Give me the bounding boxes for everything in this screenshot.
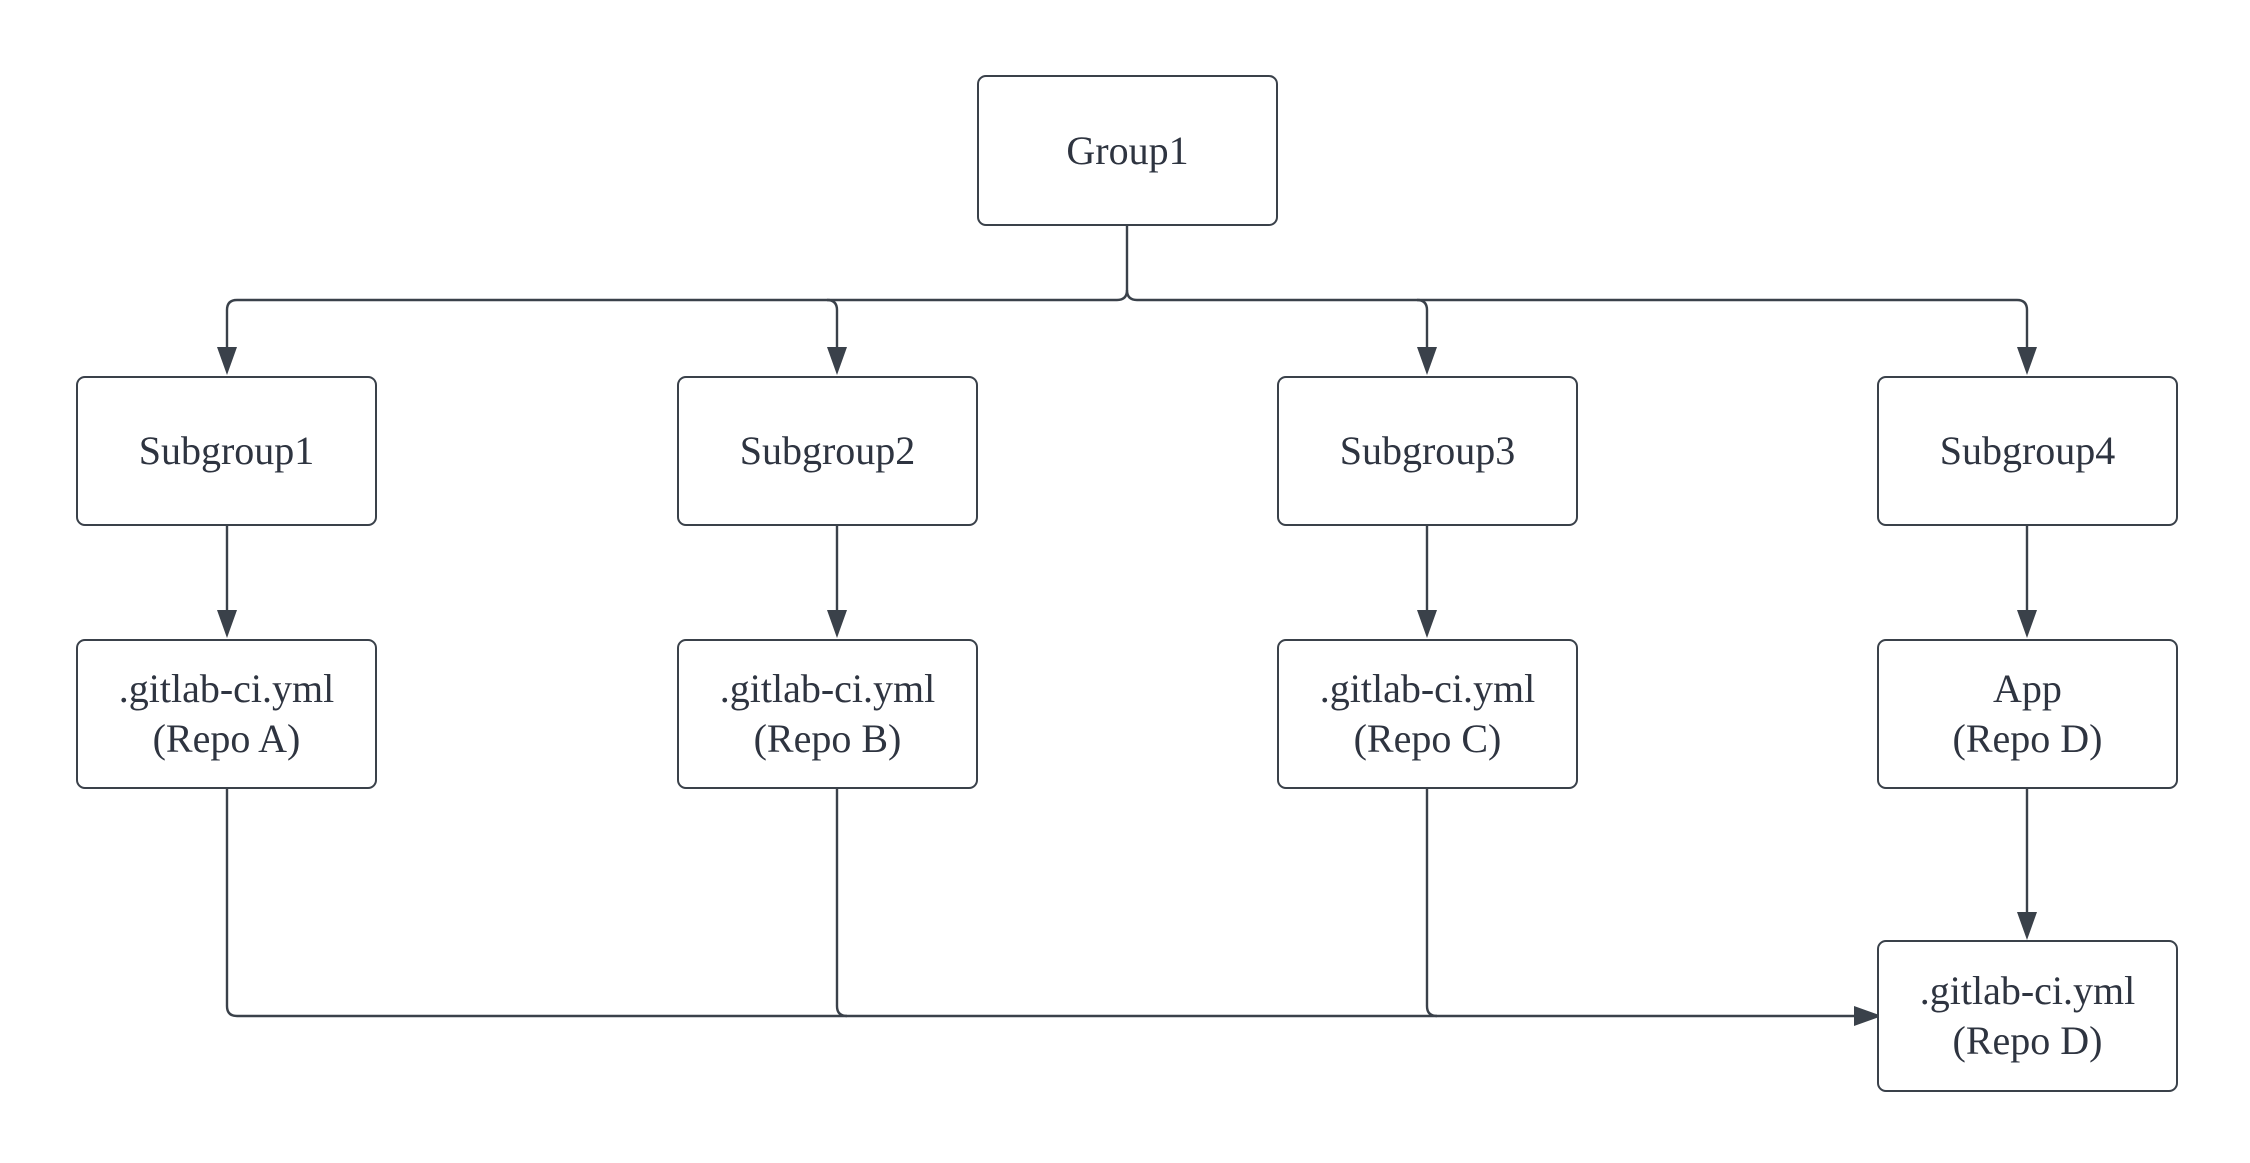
arrowhead-ci-repo-c (1417, 610, 1437, 638)
node-app-repo-d-line2: (Repo D) (1952, 716, 2103, 761)
arrowhead-subgroup3 (1417, 347, 1437, 375)
node-app-repo-d[interactable]: App (Repo D) (1877, 639, 2178, 789)
arrowhead-ci-repo-d-top (2017, 912, 2037, 940)
node-subgroup2[interactable]: Subgroup2 (677, 376, 978, 526)
node-ci-repo-d[interactable]: .gitlab-ci.yml (Repo D) (1877, 940, 2178, 1092)
node-ci-repo-d-line2: (Repo D) (1952, 1018, 2103, 1063)
arrowhead-ci-repo-d-left (1854, 1006, 1882, 1026)
node-subgroup4-line1: Subgroup4 (1939, 428, 2116, 473)
node-ci-repo-a-line1: .gitlab-ci.yml (118, 666, 335, 711)
node-ci-repo-c-line2: (Repo C) (1353, 716, 1502, 761)
edge-group1-subgroup2 (826, 298, 839, 355)
edge-ci-repo-c-ci-repo-d (1425, 789, 1438, 1018)
node-group1-line1: Group1 (1066, 127, 1189, 173)
node-ci-repo-b-line2: (Repo B) (753, 716, 902, 761)
arrowhead-subgroup2 (827, 347, 847, 375)
node-ci-repo-c-line1: .gitlab-ci.yml (1319, 666, 1536, 711)
node-group1[interactable]: Group1 (977, 75, 1278, 226)
arrowhead-ci-repo-a (217, 610, 237, 638)
node-subgroup3-line1: Subgroup3 (1339, 428, 1516, 473)
edge-ci-repo-a-ci-repo-d (225, 789, 1860, 1018)
arrowhead-ci-repo-b (827, 610, 847, 638)
node-subgroup3[interactable]: Subgroup3 (1277, 376, 1578, 526)
node-ci-repo-d-line1: .gitlab-ci.yml (1919, 968, 2136, 1013)
node-ci-repo-a-line2: (Repo A) (152, 716, 301, 761)
edge-group1-subgroup4 (1417, 298, 2029, 355)
node-ci-repo-c[interactable]: .gitlab-ci.yml (Repo C) (1277, 639, 1578, 789)
node-subgroup4[interactable]: Subgroup4 (1877, 376, 2178, 526)
node-app-repo-d-line1: App (1993, 666, 2062, 711)
node-ci-repo-b-line1: .gitlab-ci.yml (719, 666, 936, 711)
arrowhead-app-repo-d (2017, 610, 2037, 638)
node-ci-repo-a[interactable]: .gitlab-ci.yml (Repo A) (76, 639, 377, 789)
node-subgroup2-line1: Subgroup2 (739, 428, 916, 473)
node-subgroup1-line1: Subgroup1 (138, 428, 315, 473)
edge-group1-subgroup3 (1125, 289, 1429, 355)
arrowhead-subgroup1 (217, 347, 237, 375)
arrowhead-subgroup4 (2017, 347, 2037, 375)
edge-ci-repo-b-ci-repo-d (835, 789, 848, 1018)
node-subgroup1[interactable]: Subgroup1 (76, 376, 377, 526)
node-ci-repo-b[interactable]: .gitlab-ci.yml (Repo B) (677, 639, 978, 789)
edge-group1-subgroup1 (225, 226, 1129, 355)
